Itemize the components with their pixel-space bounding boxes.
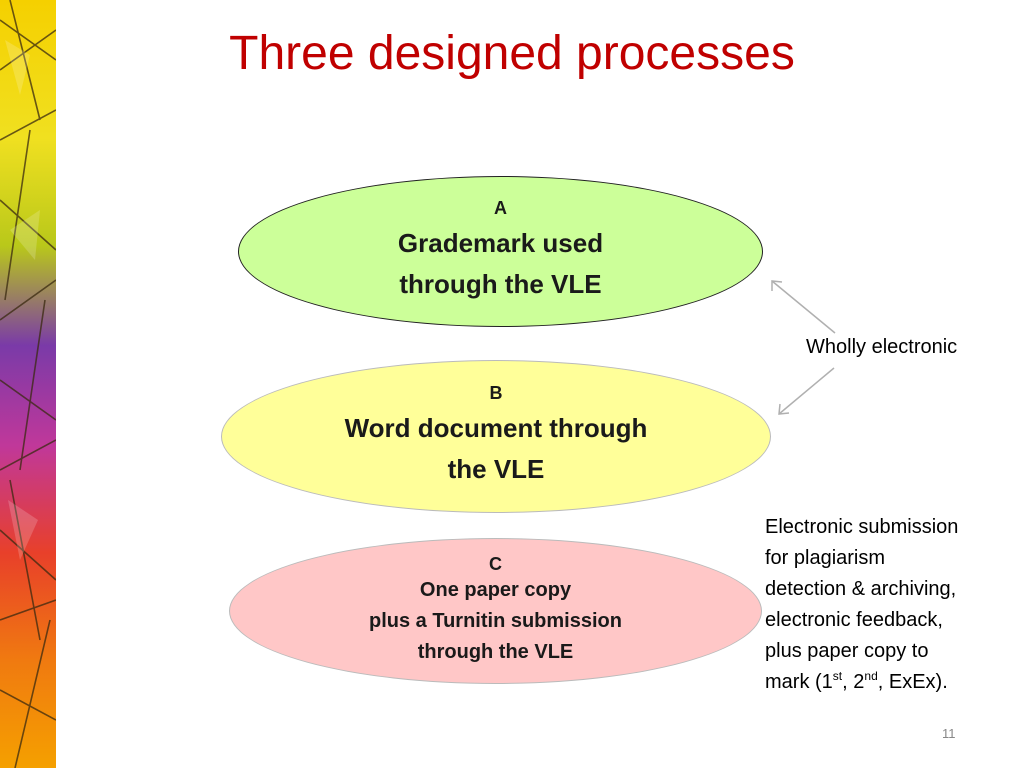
process-c-line-1: One paper copy: [419, 579, 572, 601]
note-line-5: plus paper copy to: [765, 640, 929, 662]
arrow-to-process-a: [771, 280, 836, 334]
process-c-letter: C: [489, 554, 502, 574]
note-line-4: electronic feedback,: [765, 609, 943, 631]
process-b-oval: B Word document through the VLE: [221, 360, 771, 513]
note-line-2: for plagiarism: [765, 547, 886, 569]
note-line-1: Electronic submission: [765, 516, 959, 538]
process-b-line-2: the VLE: [447, 454, 545, 484]
process-a-letter: A: [494, 198, 507, 218]
arrow-to-process-b: [778, 367, 835, 415]
wholly-electronic-label: Wholly electronic: [806, 336, 958, 358]
process-c-line-2: plus a Turnitin submission: [369, 610, 622, 632]
slide-number: 11: [942, 726, 956, 741]
note-line-3: detection & archiving,: [765, 578, 957, 600]
process-c-line-3: through the VLE: [417, 641, 574, 663]
slide-title: Three designed processes: [229, 27, 795, 80]
process-a-line-1: Grademark used: [397, 228, 604, 258]
process-c-oval: C One paper copy plus a Turnitin submiss…: [229, 538, 762, 684]
process-a-line-2: through the VLE: [399, 269, 602, 299]
process-b-line-1: Word document through: [344, 413, 648, 443]
decorative-stained-glass-stripe: [0, 0, 56, 768]
process-c-description: Electronic submission for plagiarism det…: [765, 512, 1015, 698]
note-line-6: mark (1st, 2nd, ExEx).: [765, 669, 948, 693]
process-b-letter: B: [489, 383, 503, 403]
process-a-oval: A Grademark used through the VLE: [238, 176, 763, 327]
